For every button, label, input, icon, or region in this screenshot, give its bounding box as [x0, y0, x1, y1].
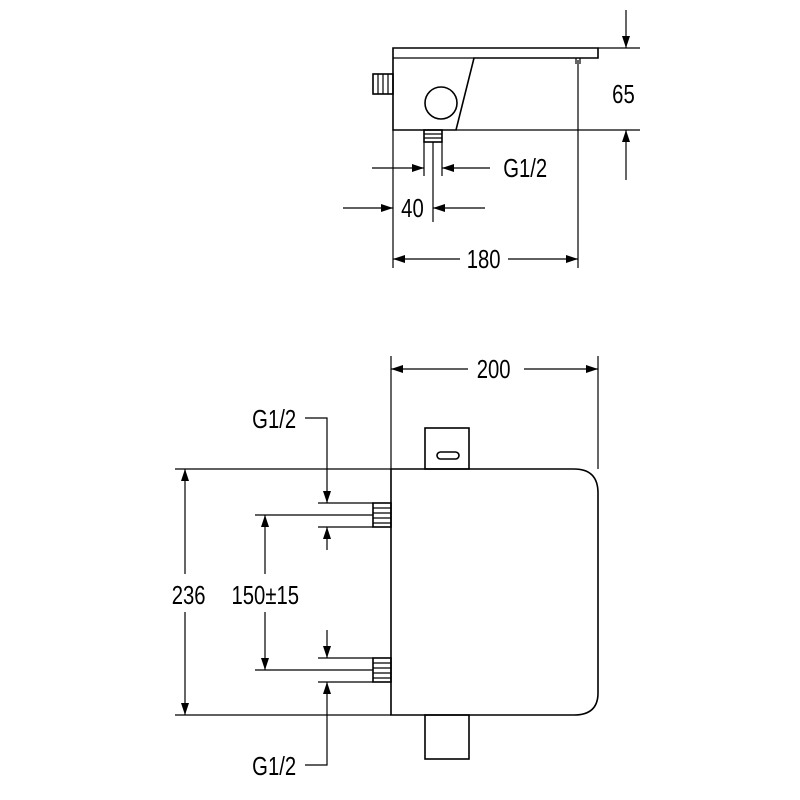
dim-200: 200: [390, 355, 599, 469]
dim-40-label: 40: [401, 194, 424, 223]
dim-180-label: 180: [467, 245, 501, 274]
dim-g12-top-label: G1/2: [252, 405, 296, 434]
dim-65-label: 65: [612, 80, 635, 109]
dim-180: 180: [393, 60, 579, 274]
dim-200-label: 200: [477, 355, 511, 384]
dim-g12-top: G1/2: [252, 405, 373, 550]
dim-g12-side-label: G1/2: [503, 154, 547, 183]
dim-236: 236: [172, 468, 391, 716]
dim-g12-bottom: G1/2: [252, 630, 373, 781]
dim-236-label: 236: [172, 581, 206, 610]
front-view-body: [372, 427, 599, 760]
side-view: 65 G1/2 40 180: [343, 10, 640, 274]
side-view-body: [372, 47, 599, 143]
dim-150-label: 150±15: [232, 581, 299, 610]
dim-g12-bottom-label: G1/2: [252, 752, 296, 781]
dim-40: 40: [343, 130, 485, 268]
front-view: 200 236 150±15: [172, 355, 599, 781]
dim-g12-side: G1/2: [372, 142, 547, 183]
dim-150: 150±15: [232, 514, 373, 671]
dim-65: 65: [456, 10, 640, 180]
